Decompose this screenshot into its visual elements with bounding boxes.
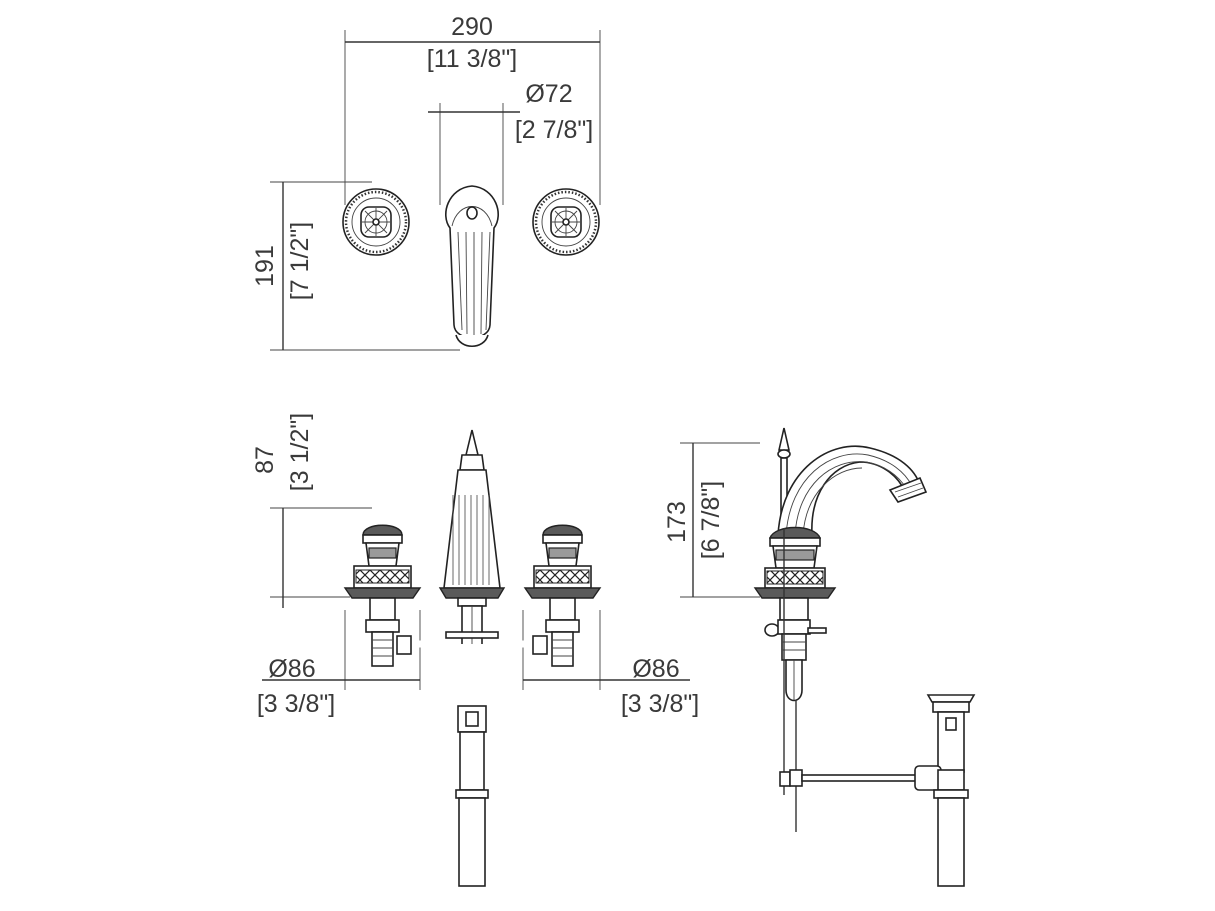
front-drain-pipe xyxy=(455,705,489,887)
depth-mm: 191 xyxy=(251,245,279,287)
right-base-diameter-inch: [3 3/8"] xyxy=(621,690,699,718)
left-base-diameter-mm: Ø86 xyxy=(268,655,315,683)
handle-height-inch: [3 1/2"] xyxy=(286,413,314,491)
depth-inch: [7 1/2"] xyxy=(286,222,314,300)
spout-diameter-mm: Ø72 xyxy=(525,80,572,108)
top-dimension-lines xyxy=(270,30,601,351)
handle-height-mm: 87 xyxy=(251,446,279,474)
side-dimension-lines xyxy=(680,442,760,598)
top-view: 290 [11 3/8"] Ø72 [2 7/8"] 191 [7 1/2"] xyxy=(251,13,601,351)
front-dimension-lines xyxy=(262,507,690,690)
front-hoses xyxy=(396,635,548,710)
spout-height-inch: [6 7/8"] xyxy=(697,481,725,559)
top-left-handle xyxy=(342,188,410,256)
right-base-diameter-mm: Ø86 xyxy=(632,655,679,683)
overall-width-mm: 290 xyxy=(451,13,493,41)
side-drain-assembly xyxy=(914,694,976,887)
side-spout xyxy=(777,445,928,536)
side-view: 173 [6 7/8"] xyxy=(663,427,976,887)
front-left-handle xyxy=(343,524,422,667)
front-right-handle xyxy=(523,524,602,667)
top-right-handle xyxy=(532,188,600,256)
side-body xyxy=(753,526,837,702)
front-view: 87 [3 1/2"] Ø86 [3 3/8"] Ø86 [3 3/8"] xyxy=(251,413,699,887)
left-base-diameter-inch: [3 3/8"] xyxy=(257,690,335,718)
spout-diameter-inch: [2 7/8"] xyxy=(515,116,593,144)
spout-height-mm: 173 xyxy=(663,501,691,543)
overall-width-inch: [11 3/8"] xyxy=(427,45,517,73)
top-spout xyxy=(445,185,499,348)
